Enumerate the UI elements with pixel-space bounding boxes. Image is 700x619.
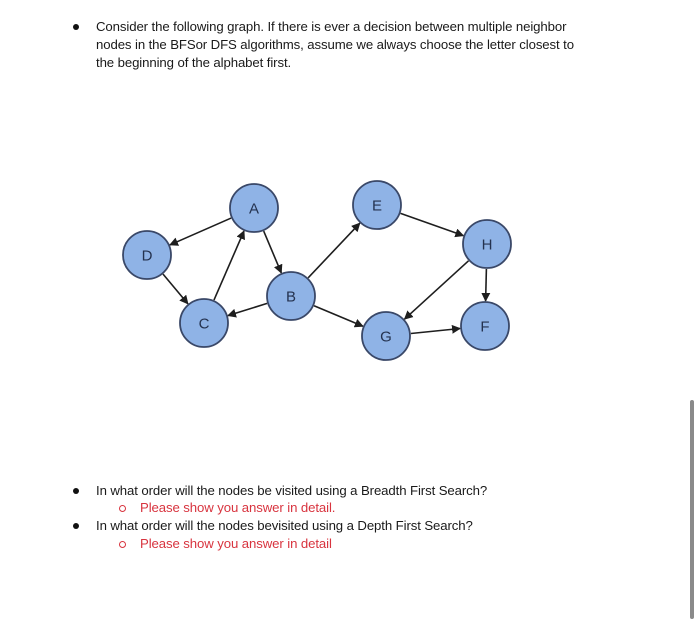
bullet-dot xyxy=(73,488,79,494)
node-label: B xyxy=(286,289,296,306)
edge-h-to-g xyxy=(403,260,470,320)
edge-b-to-c xyxy=(227,302,268,318)
edge-a-to-d xyxy=(169,217,232,246)
directed-graph: A B C D E F G H xyxy=(122,180,512,361)
node-circle xyxy=(266,271,316,321)
node-label: H xyxy=(482,237,493,254)
node-label: F xyxy=(480,319,489,336)
question-dfs-instruction: Please show you answer in detail xyxy=(140,536,332,551)
node-circle xyxy=(460,301,510,351)
edge-e-to-h xyxy=(400,212,465,238)
question-bfs-text: In what order will the nodes be visited … xyxy=(96,483,488,498)
node-circle xyxy=(122,230,172,280)
node-a: A xyxy=(229,183,279,233)
edge-g-to-f xyxy=(410,324,462,335)
edge-b-to-e xyxy=(307,222,361,279)
node-b: B xyxy=(266,271,316,321)
intro-line-2: nodes in the BFSor DFS algorithms, assum… xyxy=(96,37,574,52)
node-circle xyxy=(179,298,229,348)
edge-d-to-c xyxy=(162,273,189,305)
sub-bullet-circle xyxy=(119,541,126,548)
question-bfs-instruction: Please show you answer in detail. xyxy=(140,500,336,515)
node-label: C xyxy=(199,316,210,333)
graph-edges xyxy=(162,212,491,335)
node-label: E xyxy=(372,198,382,215)
sub-bullet-circle xyxy=(119,505,126,512)
node-label: D xyxy=(142,248,153,265)
node-f: F xyxy=(460,301,510,351)
edge-a-to-b xyxy=(262,230,283,274)
edge-c-to-a xyxy=(213,230,245,301)
node-c: C xyxy=(179,298,229,348)
vertical-scrollbar[interactable] xyxy=(690,400,694,619)
node-circle xyxy=(462,219,512,269)
node-circle xyxy=(352,180,402,230)
node-circle xyxy=(361,311,411,361)
edge-h-to-f xyxy=(481,268,491,302)
bullet-dot xyxy=(73,24,79,30)
node-label: G xyxy=(380,329,392,346)
question-dfs-text: In what order will the nodes bevisited u… xyxy=(96,518,473,533)
node-label: A xyxy=(249,201,259,218)
node-d: D xyxy=(122,230,172,280)
node-g: G xyxy=(361,311,411,361)
intro-line-3: the beginning of the alphabet first. xyxy=(96,55,292,70)
node-e: E xyxy=(352,180,402,230)
intro-line-1: Consider the following graph. If there i… xyxy=(96,19,567,34)
bullet-dot xyxy=(73,523,79,529)
graph-nodes: A B C D E F G H xyxy=(122,180,512,361)
node-circle xyxy=(229,183,279,233)
node-h: H xyxy=(462,219,512,269)
edge-b-to-g xyxy=(313,304,364,328)
